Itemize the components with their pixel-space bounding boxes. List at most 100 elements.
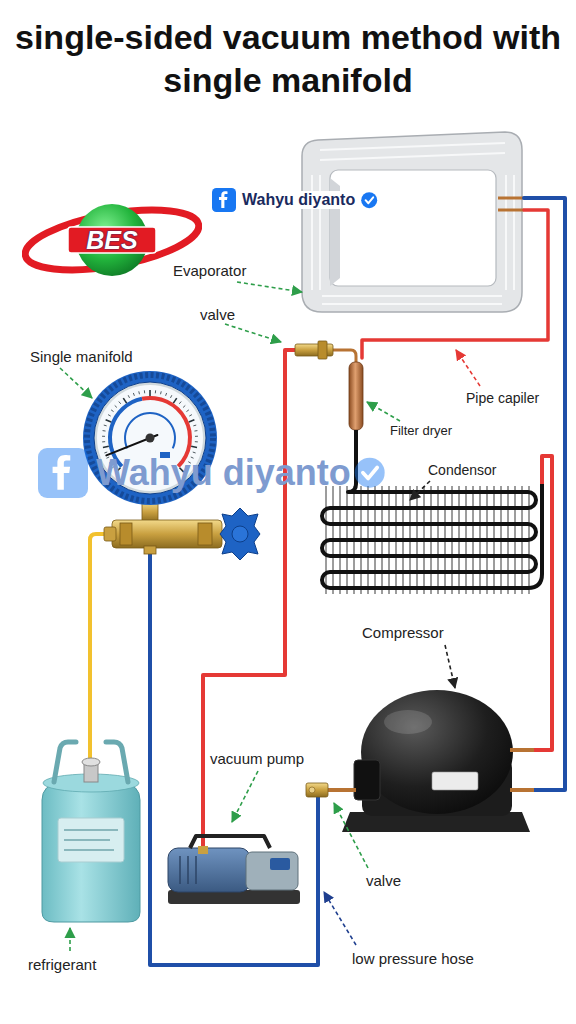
evaporator-picture [322,303,502,305]
evaporator-picture [330,170,496,286]
manifold-picture [103,446,109,447]
verified-badge [363,467,377,478]
manifold-picture [133,393,134,396]
facebook-icon [53,455,71,490]
compressor-picture [326,788,356,792]
manifold-picture [183,405,185,407]
manifold-picture [166,393,167,396]
evaporator-picture [320,153,505,160]
part-name: Filter dryer [390,424,452,439]
evaporator-picture [322,295,502,297]
part-name: Compressor [362,624,444,641]
title: single-sided vacuum method with single m… [8,16,568,101]
manifold-picture [124,412,176,449]
refrigerant-tank-picture [82,758,100,766]
compressor-picture [354,760,380,800]
refrigerant-tank-picture [64,829,118,831]
filter-dryer-picture [295,341,363,430]
filter-dryer-picture [349,362,363,430]
evaporator-picture [302,132,524,312]
manifold-picture [112,520,222,548]
manifold-picture [220,508,260,560]
compressor-picture [309,787,315,793]
verified-badge [361,192,377,208]
compressor-picture [384,710,432,734]
compressor-picture [306,783,328,797]
pipes-and-hoses [362,210,548,358]
manifold-picture [123,398,126,403]
author-name: Wahyu diyanto [240,191,357,209]
manifold-picture [193,425,196,427]
manifold-picture [106,420,112,422]
logo-shape [68,227,156,253]
evaporator-picture [498,197,524,200]
manifold-picture [146,434,155,443]
leader-arrows [69,928,71,951]
compressor-picture [510,788,534,792]
manifold-picture [149,390,151,396]
pipes-and-hoses [90,198,565,965]
refrigerant-tank-picture [64,839,110,841]
leader-arrows [60,368,92,398]
part-name: valve [200,306,235,323]
facebook-icon [38,448,88,498]
filter-dryer-picture [333,350,356,364]
leader-arrows [324,892,356,945]
refrigerant-tank-picture [64,849,114,851]
leader-arrows [232,771,258,822]
evaporator-picture [498,209,524,212]
refrigerant-tank-picture [54,742,76,782]
manifold-picture [189,415,192,416]
vacuum-pump-picture [246,852,298,890]
manifold-picture [155,390,156,393]
facebook-icon [219,191,228,208]
part-name: refrigerant [28,956,96,973]
manifold-picture [128,395,129,398]
manifold-picture [179,402,181,404]
manifold-picture [189,420,195,422]
refrigerant-tank-picture [42,742,140,922]
manifold-picture [115,405,117,407]
part-name: vacuum pump [210,750,304,767]
verified-badge [361,192,377,208]
leader-arrows [334,803,368,868]
logo-shape [76,204,148,276]
manifold-picture [191,446,197,447]
part-name: Pipe capiler [466,390,539,406]
compressor-picture [306,690,534,832]
manifold-picture [232,526,248,542]
manifold-picture [198,523,212,545]
logo-badge: BES [22,200,202,280]
filter-dryer-picture [318,341,327,359]
pipes-and-hoses [150,548,318,965]
verified-badge [355,458,385,488]
manifold-picture [120,523,132,545]
manifold-picture [160,391,162,394]
evaporator-picture [505,175,507,290]
condenser-picture [322,430,542,588]
leader-arrows [410,481,430,500]
part-name: valve [366,872,401,889]
condenser-picture [322,430,542,594]
watermark: Wahyu diyanto [96,452,351,493]
evaporator-picture [302,132,522,312]
verified-badge [366,197,374,203]
leader-arrows [225,324,281,342]
leader-arrows [445,645,455,688]
vacuum-pump-picture [270,858,290,870]
compressor-picture [361,690,513,814]
facebook-icon [212,188,236,212]
vacuum-pump-picture [168,848,250,892]
manifold-picture [102,441,105,442]
manifold-picture [194,430,197,431]
manifold-picture [108,415,111,416]
logo-text: BES [86,228,137,253]
manifold-picture [103,430,106,431]
vacuum-pump-picture [198,846,208,854]
manifold-picture [104,425,107,427]
evaporator-picture [320,143,505,150]
compressor-picture [510,748,534,752]
manifold-picture [195,436,198,437]
part-name: Evaporator [173,262,246,279]
